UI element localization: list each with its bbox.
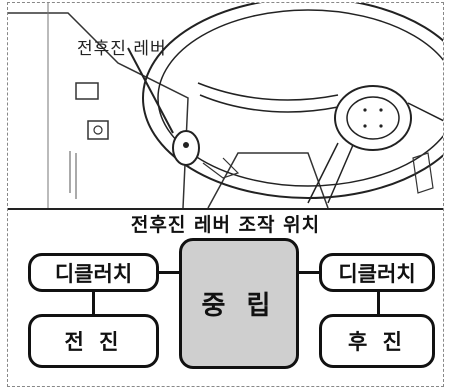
steering-spoke-left — [197, 82, 339, 101]
steering-spoke-right — [407, 102, 443, 122]
hub-bolt-2 — [379, 108, 383, 112]
connector-left-horizontal — [159, 271, 180, 274]
steering-illustration — [8, 3, 443, 208]
right-declutch-box: 디클러치 — [319, 253, 435, 292]
side-part — [412, 152, 434, 194]
hub-bolt-1 — [363, 108, 367, 112]
left-declutch-box: 디클러치 — [28, 253, 159, 292]
dash-vent — [69, 151, 77, 199]
position-title: 전후진 레버 조작 위치 — [130, 214, 321, 236]
steering-wheel-inner — [157, 9, 443, 187]
lever-knob-dot — [183, 142, 189, 148]
left-declutch-label: 디클러치 — [54, 261, 133, 286]
forward-label: 전 진 — [64, 330, 123, 354]
dash-button-1 — [75, 82, 99, 100]
steering-hub-inner — [346, 96, 400, 140]
dash-button-2-knob — [93, 125, 103, 135]
steering-spoke-left-2 — [199, 94, 339, 113]
connector-right-vertical — [377, 290, 380, 316]
steering-spoke-lower — [307, 142, 354, 204]
hub-bolt-3 — [363, 124, 367, 128]
steering-column — [207, 152, 329, 208]
reverse-label: 후 진 — [348, 330, 406, 354]
neutral-label: 중 립 — [201, 291, 277, 321]
hub-bolt-4 — [379, 124, 383, 128]
lever-label: 전후진 레버 — [77, 39, 167, 59]
forward-reverse-lever — [127, 47, 174, 134]
dash-button-2 — [87, 120, 109, 140]
section-divider — [8, 208, 443, 210]
neutral-box: 중 립 — [179, 238, 299, 369]
lever-base — [202, 157, 240, 179]
right-declutch-label: 디클러치 — [338, 261, 416, 286]
connector-right-horizontal — [298, 271, 320, 274]
forward-box: 전 진 — [28, 314, 159, 368]
steering-wheel-outer — [142, 3, 443, 199]
reverse-box: 후 진 — [319, 314, 435, 368]
connector-left-vertical — [92, 290, 95, 316]
